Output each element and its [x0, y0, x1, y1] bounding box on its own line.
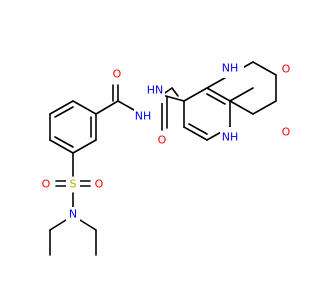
bond [252, 61, 277, 76]
atom-nh-hydrazide-1: NH [135, 110, 152, 123]
atom-o-amide-right: O [158, 134, 167, 147]
bond [206, 93, 226, 105]
label-backdrop [92, 177, 106, 191]
atom-o-dione-top: O [282, 63, 291, 76]
bond [49, 139, 74, 154]
atom-label-group: O NH HN O NH NH O O S O O N [39, 62, 293, 221]
bond [206, 87, 231, 102]
label-backdrop [145, 89, 165, 103]
bond [229, 100, 254, 115]
label-backdrop [155, 133, 169, 147]
bond [72, 139, 97, 154]
label-backdrop [39, 177, 53, 191]
bond [79, 219, 97, 231]
label-backdrop [220, 127, 244, 141]
benzene-ring-left [49, 100, 97, 154]
atom-s-sulfonyl: S [70, 178, 77, 191]
atom-o-sulfonyl-left: O [42, 178, 51, 191]
dione-ring [206, 61, 277, 115]
bond [54, 136, 74, 148]
label-backdrop [279, 125, 293, 139]
atom-nh-ring-bottom: NH [222, 131, 239, 144]
label-backdrop [279, 62, 293, 76]
bond [117, 100, 135, 111]
bond [183, 126, 208, 141]
bond [252, 100, 277, 115]
label-backdrop [110, 64, 124, 78]
bond [49, 219, 67, 231]
label-backdrop [220, 64, 244, 78]
bond [54, 106, 74, 118]
atom-o-dione-bottom: O [282, 126, 291, 139]
atom-n-amine: N [69, 208, 77, 221]
atom-o-amide-left: O [113, 68, 122, 81]
bond [183, 87, 208, 102]
bond [161, 94, 185, 102]
bond [229, 87, 254, 102]
atom-nh-hydrazide-2: HN [147, 84, 164, 97]
label-backdrop [134, 109, 154, 123]
bond [72, 100, 97, 115]
bond [95, 100, 119, 115]
bond [49, 100, 74, 115]
label-backdrop [66, 177, 80, 191]
molecule-structure: O NH HN O NH NH O O S O O N [39, 61, 293, 256]
atom-nh-ring-top: NH [222, 62, 239, 75]
atom-o-sulfonyl-right: O [95, 178, 104, 191]
bond [171, 87, 179, 97]
bond [188, 123, 208, 135]
sulfonamide-group [49, 152, 97, 256]
hydrazide-linker [95, 84, 185, 131]
label-backdrop [66, 207, 80, 221]
